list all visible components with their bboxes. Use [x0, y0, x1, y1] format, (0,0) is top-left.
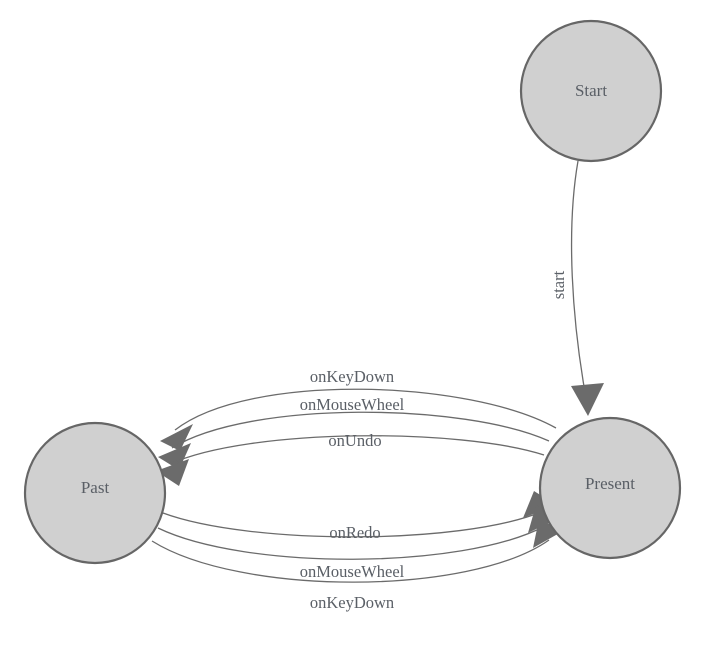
node-start[interactable]: Start: [519, 19, 663, 163]
edge-redo-path: [162, 511, 542, 538]
node-present-circle: [538, 416, 682, 560]
node-start-circle: [519, 19, 663, 163]
edge-wheel-up[interactable]: onMouseWheel: [158, 395, 550, 470]
edge-wheel-down-label: onMouseWheel: [300, 562, 405, 581]
node-present-label: Present: [585, 474, 635, 493]
node-past-circle: [23, 421, 167, 565]
node-present[interactable]: Present: [538, 416, 682, 560]
node-past-label: Past: [81, 478, 110, 497]
edge-start-arrowhead: [571, 383, 604, 416]
edge-wheel-down[interactable]: onMouseWheel: [157, 505, 559, 581]
edge-wheel-down-path: [157, 525, 546, 560]
edge-keydown-up[interactable]: onKeyDown: [160, 367, 557, 451]
edge-undo[interactable]: onUndo: [156, 431, 545, 486]
edge-keydown-up-path: [174, 388, 557, 431]
edge-wheel-up-arrowhead: [158, 443, 191, 470]
edge-redo[interactable]: onRedo: [162, 491, 556, 542]
edge-undo-arrowhead: [156, 459, 189, 486]
edge-start-path: [570, 160, 587, 399]
edge-start-label: start: [549, 270, 568, 299]
edge-keydown-down-label: onKeyDown: [310, 593, 394, 612]
edge-keydown-up-label: onKeyDown: [310, 367, 394, 386]
edge-wheel-down-arrowhead: [528, 505, 559, 533]
edge-keydown-up-arrowhead: [160, 424, 193, 451]
edge-keydown-down-arrowhead: [533, 519, 563, 548]
edge-undo-path: [169, 435, 545, 465]
edge-start[interactable]: start: [549, 160, 604, 416]
edge-redo-arrowhead: [523, 491, 556, 518]
edge-keydown-down-path: [151, 539, 550, 583]
edge-redo-label: onRedo: [329, 523, 380, 542]
edge-undo-label: onUndo: [328, 431, 381, 450]
node-past[interactable]: Past: [23, 421, 167, 565]
edge-wheel-up-label: onMouseWheel: [300, 395, 405, 414]
node-start-label: Start: [575, 81, 607, 100]
edge-wheel-up-path: [171, 411, 550, 449]
edge-keydown-down[interactable]: onKeyDown: [151, 519, 563, 612]
